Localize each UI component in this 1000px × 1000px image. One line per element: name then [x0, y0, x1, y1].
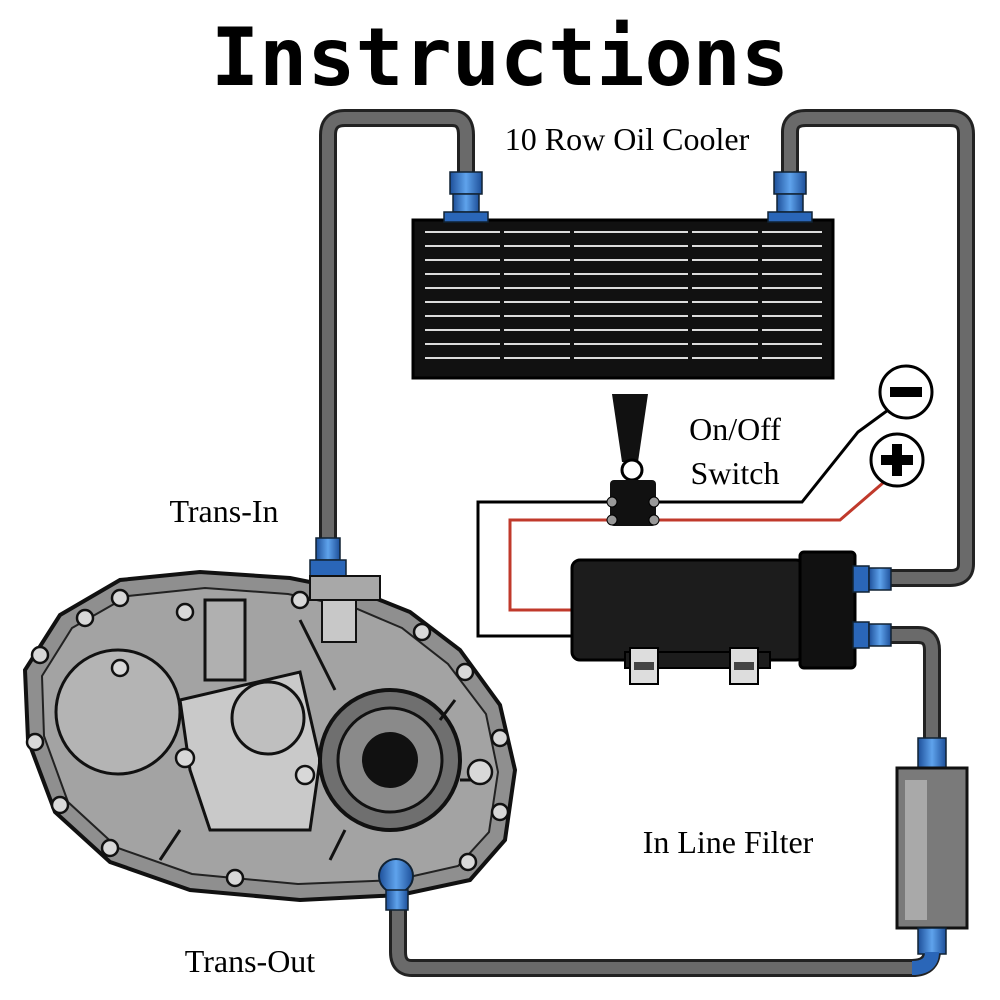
- transmission-housing: [22, 569, 518, 903]
- label-inline-filter: In Line Filter: [643, 824, 814, 860]
- wire-negative: [658, 403, 896, 504]
- hose-to-inline-filter: [871, 626, 941, 754]
- minus-icon: [878, 364, 934, 420]
- on-off-switch: [606, 394, 660, 526]
- wire-positive: [658, 468, 899, 522]
- hose-trans-out: [389, 876, 941, 977]
- electric-pump: [570, 550, 857, 685]
- pump-fitting-upper: [852, 565, 892, 593]
- wiring: [476, 403, 899, 638]
- inline-filter: [895, 737, 969, 955]
- oil-cooler: [411, 218, 835, 380]
- label-oil-cooler: 10 Row Oil Cooler: [505, 121, 750, 157]
- cooler-fitting-left: [443, 171, 489, 223]
- pump-fitting-lower: [852, 621, 892, 649]
- trans-out-fitting: [378, 858, 414, 911]
- cooler-fitting-right: [767, 171, 813, 223]
- label-switch-line2: Switch: [691, 455, 780, 491]
- label-trans-out: Trans-Out: [185, 943, 316, 979]
- label-switch-line1: On/Off: [689, 411, 781, 447]
- trans-in-fitting: [309, 537, 381, 643]
- inline-filter-outlet-elbow: [911, 951, 939, 975]
- page-title: Instructions: [211, 11, 789, 104]
- label-trans-in: Trans-In: [169, 493, 278, 529]
- plus-icon: [869, 432, 925, 488]
